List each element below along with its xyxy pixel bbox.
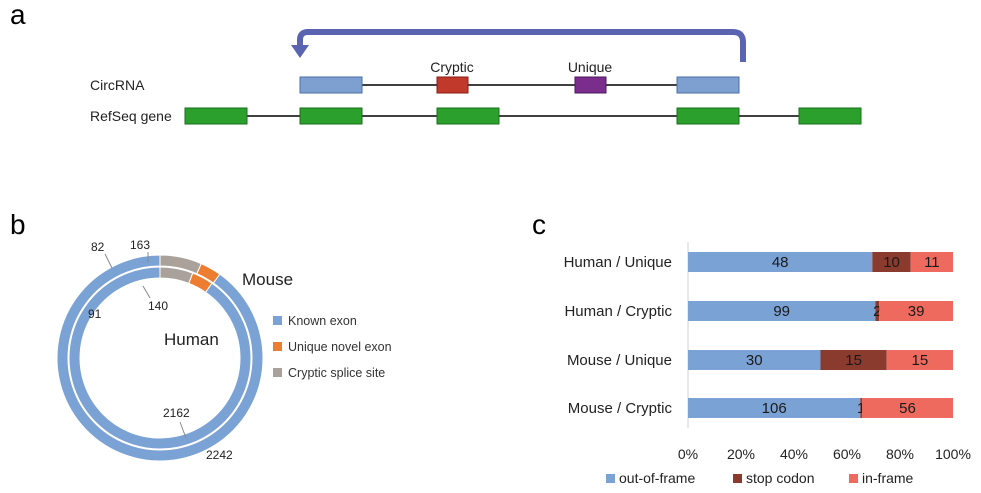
bar-human-cryptic-out-of-frame (688, 301, 876, 321)
human-unique-value: 91 (88, 307, 102, 321)
bar-label-human-cryptic-out-of-frame: 99 (773, 303, 790, 320)
leader-line-2242 (179, 421, 187, 439)
bar-mouse-unique-out-of-frame (688, 350, 821, 370)
refseq-exon-3 (436, 107, 500, 125)
circrna-label: CircRNA (90, 77, 145, 93)
x-tick-label-3: 60% (833, 446, 861, 462)
leader-line-140 (142, 285, 151, 299)
bar-label-human-unique-out-of-frame: 48 (772, 254, 789, 271)
bar-label-mouse-unique-out-of-frame: 30 (746, 352, 763, 369)
bar-label-mouse-cryptic-out-of-frame: 106 (762, 400, 787, 417)
refseq-exon-4 (676, 107, 740, 125)
panel-b-letter: b (10, 209, 26, 240)
bar-category-mouse-unique: Mouse / Unique (567, 352, 672, 369)
mouse-cryptic-value: 163 (130, 238, 150, 252)
bar-human-cryptic-in-frame (879, 301, 953, 321)
human-ring-label: Human (164, 330, 219, 349)
refseq-label: RefSeq gene (90, 108, 172, 124)
mouse-known-value: 2242 (206, 448, 233, 462)
x-tick-label-4: 80% (886, 446, 914, 462)
cryptic-exon (436, 76, 469, 94)
circrna-exon-left (299, 76, 363, 94)
bar-mouse-unique-in-frame (886, 350, 953, 370)
donut-value-labels: 2242 82 163 2162 91 140 (88, 238, 233, 462)
bar-human-unique-in-frame (910, 252, 953, 272)
human-known-value: 2162 (163, 406, 190, 420)
bar-human-unique-stop-codon (872, 252, 911, 272)
panel-a-letter: a (10, 0, 26, 30)
human-cryptic-value: 140 (148, 299, 168, 313)
refseq-exon-5 (798, 107, 862, 125)
bar-category-mouse-cryptic: Mouse / Cryptic (568, 400, 673, 417)
legend-label-unique-novel-exon: Unique novel exon (288, 340, 392, 354)
x-tick-label-2: 40% (780, 446, 808, 462)
bar-legend-swatch-out-of-frame (606, 474, 615, 483)
bar-label-human-cryptic-in-frame: 39 (908, 303, 925, 320)
bar-label-human-cryptic-stop-codon: 2 (873, 303, 881, 320)
x-tick-label-0: 0% (678, 446, 698, 462)
mouse-ring-label: Mouse (242, 270, 293, 289)
bar-legend-label-in-frame: in-frame (862, 470, 914, 486)
bar-human-unique-out-of-frame (688, 252, 873, 272)
human-ring-slice-cryptic-splice-site (159, 266, 194, 284)
legend-swatch-cryptic-splice-site (273, 368, 282, 377)
legend-swatch-unique-novel-exon (273, 342, 282, 351)
mouse-ring-slice-cryptic-splice-site (159, 254, 202, 275)
legend-label-cryptic-splice-site: Cryptic splice site (288, 366, 385, 380)
bar-mouse-cryptic-out-of-frame (688, 398, 861, 418)
x-tick-label-1: 20% (727, 446, 755, 462)
refseq-exon-2 (299, 107, 363, 125)
backsplice-arrowhead (291, 45, 309, 58)
bar-label-human-unique-stop-codon: 10 (883, 254, 900, 271)
x-tick-label-5: 100% (935, 446, 971, 462)
bar-label-mouse-cryptic-in-frame: 56 (899, 400, 916, 417)
bar-label-mouse-unique-stop-codon: 15 (845, 352, 862, 369)
cryptic-label: Cryptic (430, 59, 474, 75)
bar-human-cryptic-stop-codon (875, 301, 880, 321)
bar-label-mouse-unique-in-frame: 15 (912, 352, 929, 369)
unique-label: Unique (568, 59, 613, 75)
bar-legend-swatch-in-frame (849, 474, 858, 483)
human-ring-slice-unique-novel-exon (188, 272, 213, 293)
mouse-ring-slice-unique-novel-exon (196, 262, 221, 284)
circrna-exon-right (676, 76, 740, 94)
panel-c-letter: c (532, 209, 546, 240)
legend-label-known-exon: Known exon (288, 314, 357, 328)
bar-mouse-cryptic-stop-codon (860, 398, 862, 418)
bar-legend-label-out-of-frame: out-of-frame (619, 470, 695, 486)
bar-legend-label-stop-codon: stop codon (746, 470, 815, 486)
unique-exon (574, 76, 607, 94)
leader-line-82 (104, 253, 113, 269)
donut-chart (56, 254, 264, 462)
bar-category-human-unique: Human / Unique (564, 254, 672, 271)
legend-swatch-known-exon (273, 316, 282, 325)
backsplice-arrow (297, 29, 746, 62)
bar-legend: out-of-frame stop codon in-frame (606, 470, 914, 486)
bar-mouse-cryptic-in-frame (861, 398, 953, 418)
human-ring-slice-known-exon (68, 266, 252, 450)
panel-b: b Mouse Human 2242 82 163 2162 91 140 Known e… (10, 209, 392, 462)
bar-label-human-unique-in-frame: 11 (924, 254, 940, 271)
bar-category-human-cryptic: Human / Cryptic (564, 303, 672, 320)
bar-mouse-unique-stop-codon (820, 350, 887, 370)
refseq-exon-1 (184, 107, 248, 125)
bar-label-mouse-cryptic-stop-codon: 1 (857, 400, 865, 417)
mouse-unique-value: 82 (91, 240, 105, 254)
panel-a: a CircRNA Cryptic Unique RefSeq gene (10, 0, 862, 125)
mouse-ring-slice-known-exon (56, 254, 264, 462)
bar-legend-swatch-stop-codon (733, 474, 742, 483)
